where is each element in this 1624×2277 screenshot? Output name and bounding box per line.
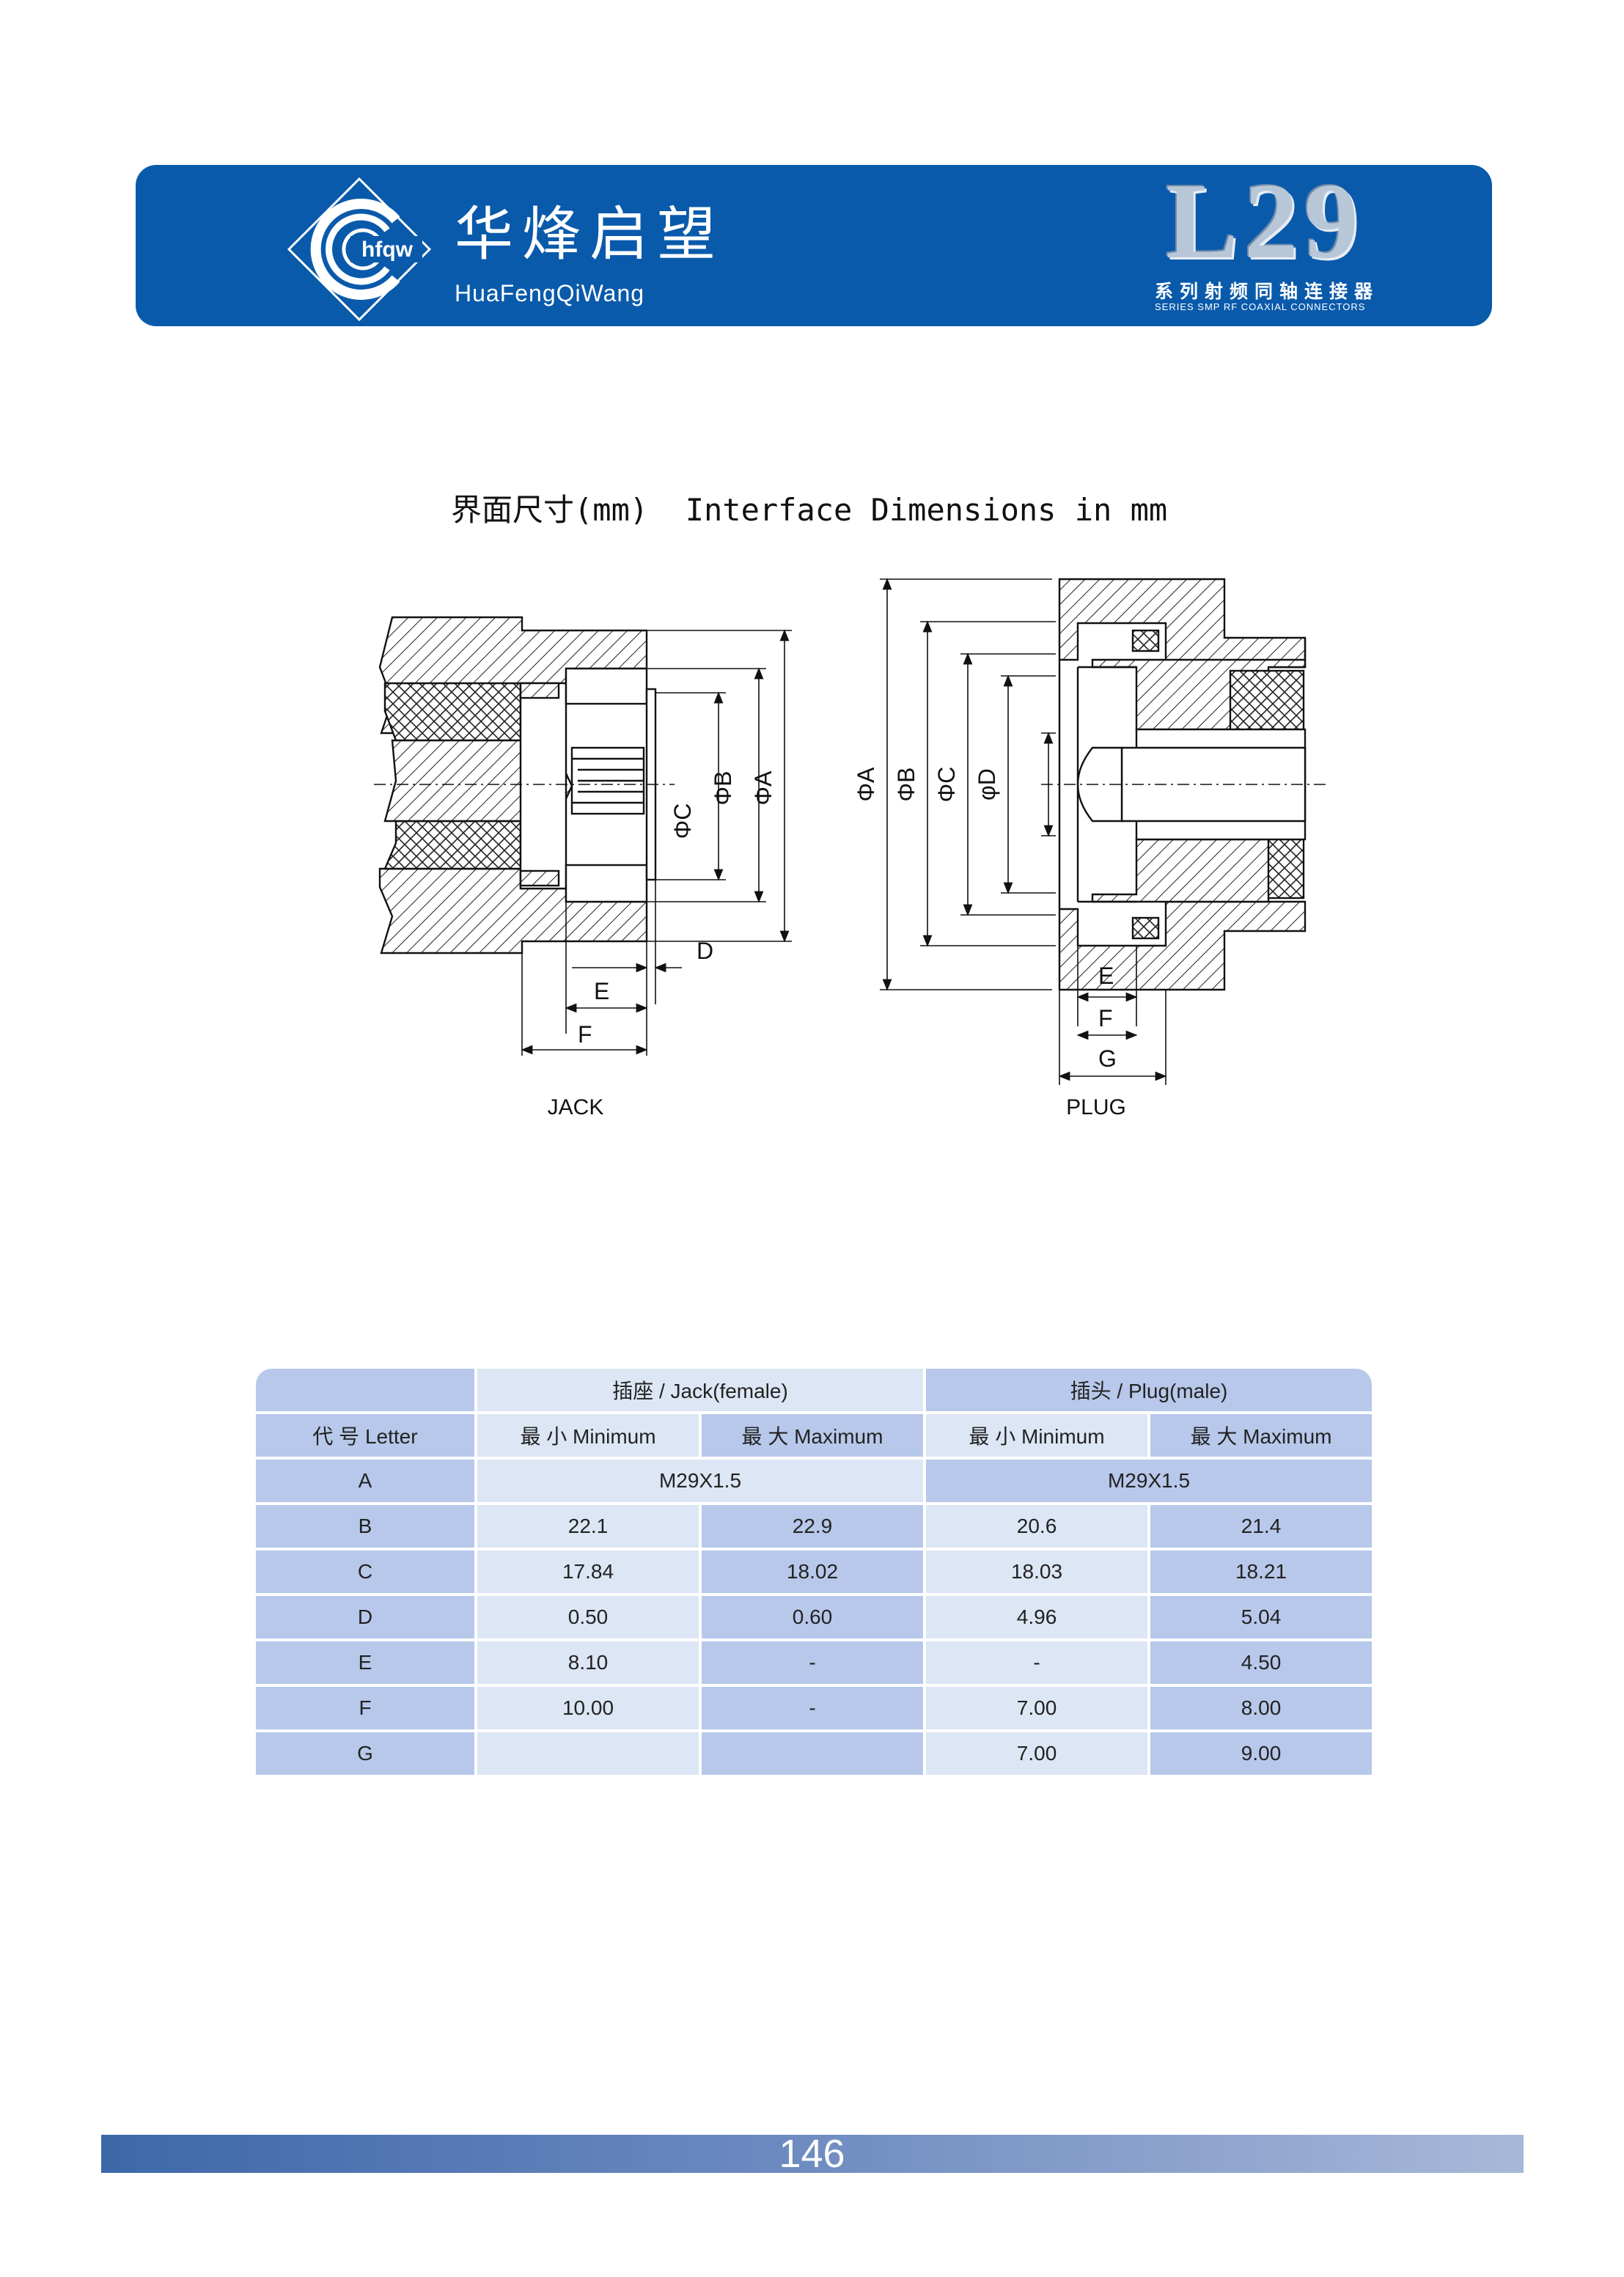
column-header-letter: 代 号 Letter	[256, 1414, 474, 1457]
jack-max-cell: 22.9	[702, 1505, 924, 1548]
table-row: A M29X1.5 M29X1.5	[256, 1460, 1373, 1502]
jack-dimension-lines	[521, 629, 792, 1056]
brand-name-en: HuaFengQiWang	[455, 280, 645, 306]
jack-dim-c: ΦC	[669, 803, 696, 839]
jack-dim-f: F	[578, 1021, 592, 1048]
jack-min-cell: 17.84	[477, 1551, 699, 1593]
jack-dim-b: ΦB	[710, 771, 736, 806]
plug-dimension-lines	[880, 578, 1167, 1085]
plug-max-cell: 21.4	[1150, 1505, 1373, 1548]
series-title-en: SERIES SMP RF COAXIAL CONNECTORS	[1155, 301, 1366, 312]
dimension-table: 插座 / Jack(female) 插头 / Plug(male) 代 号 Le…	[253, 1366, 1375, 1778]
plug-thread-cell: M29X1.5	[926, 1460, 1373, 1502]
plug-dim-f: F	[1098, 1005, 1113, 1031]
series-title-cn: 系列射频同轴连接器	[1155, 281, 1380, 302]
row-letter: F	[256, 1687, 474, 1729]
jack-max-cell: 18.02	[702, 1551, 924, 1593]
footer-bar	[101, 2135, 1524, 2173]
table-row: D 0.50 0.60 4.96 5.04	[256, 1596, 1373, 1638]
jack-max-cell	[702, 1732, 924, 1775]
group-header-plug: 插头 / Plug(male)	[926, 1369, 1373, 1411]
row-letter: C	[256, 1551, 474, 1593]
plug-max-cell: 9.00	[1150, 1732, 1373, 1775]
jack-dim-d: D	[697, 938, 713, 964]
row-letter: E	[256, 1641, 474, 1684]
column-header-plug-min: 最 小 Minimum	[926, 1414, 1148, 1457]
plug-drawing	[1058, 578, 1307, 991]
column-header-jack-min: 最 小 Minimum	[477, 1414, 699, 1457]
plug-min-cell: 20.6	[926, 1505, 1148, 1548]
jack-max-cell: 0.60	[702, 1596, 924, 1638]
table-row: C 17.84 18.02 18.03 18.21	[256, 1551, 1373, 1593]
plug-max-cell: 18.21	[1150, 1551, 1373, 1593]
group-header-jack: 插座 / Jack(female)	[477, 1369, 924, 1411]
jack-min-cell: 0.50	[477, 1596, 699, 1638]
table-row: G 7.00 9.00	[256, 1732, 1373, 1775]
company-logo-icon: hfqw	[287, 177, 432, 322]
plug-max-cell: 5.04	[1150, 1596, 1373, 1638]
table-row: F 10.00 - 7.00 8.00	[256, 1687, 1373, 1729]
plug-min-cell: 7.00	[926, 1687, 1148, 1729]
plug-max-cell: 8.00	[1150, 1687, 1373, 1729]
row-letter: D	[256, 1596, 474, 1638]
jack-drawing	[378, 616, 657, 954]
column-header-plug-max: 最 大 Maximum	[1150, 1414, 1373, 1457]
table-group-header-row: 插座 / Jack(female) 插头 / Plug(male)	[256, 1369, 1373, 1411]
interface-drawing: ΦC ΦB ΦA D E F JACK	[374, 578, 1327, 1119]
row-letter: A	[256, 1460, 474, 1502]
plug-dim-d: φD	[974, 768, 1000, 801]
jack-thread-cell: M29X1.5	[477, 1460, 924, 1502]
jack-max-cell: -	[702, 1641, 924, 1684]
section-title-cn: 界面尺寸(mm)	[451, 492, 649, 528]
logo-text: hfqw	[361, 238, 414, 262]
jack-max-cell: -	[702, 1687, 924, 1729]
jack-caption: JACK	[548, 1095, 604, 1119]
plug-min-cell: -	[926, 1641, 1148, 1684]
jack-min-cell: 22.1	[477, 1505, 699, 1548]
jack-min-cell	[477, 1732, 699, 1775]
column-header-jack-max: 最 大 Maximum	[702, 1414, 924, 1457]
jack-dim-a: ΦA	[750, 770, 776, 806]
page-number: 146	[779, 2132, 845, 2176]
plug-min-cell: 4.96	[926, 1596, 1148, 1638]
plug-dim-e: E	[1098, 963, 1114, 989]
plug-dim-b: ΦB	[893, 768, 919, 802]
plug-min-cell: 7.00	[926, 1732, 1148, 1775]
table-row: B 22.1 22.9 20.6 21.4	[256, 1505, 1373, 1548]
plug-dim-g: G	[1098, 1045, 1117, 1072]
plug-caption: PLUG	[1066, 1095, 1126, 1119]
table-row: E 8.10 - - 4.50	[256, 1641, 1373, 1684]
section-title: 界面尺寸(mm) Interface Dimensions in mm	[451, 495, 1167, 526]
plug-dim-c: ΦC	[933, 767, 960, 803]
series-code: L29	[1166, 161, 1364, 282]
jack-min-cell: 8.10	[477, 1641, 699, 1684]
plug-min-cell: 18.03	[926, 1551, 1148, 1593]
brand-name-cn: 华烽启望	[455, 200, 724, 268]
table-corner-cell	[256, 1369, 474, 1411]
row-letter: G	[256, 1732, 474, 1775]
row-letter: B	[256, 1505, 474, 1548]
table-column-header-row: 代 号 Letter 最 小 Minimum 最 大 Maximum 最 小 M…	[256, 1414, 1373, 1457]
jack-dim-e: E	[594, 978, 609, 1004]
plug-dim-a: ΦA	[853, 767, 879, 802]
plug-max-cell: 4.50	[1150, 1641, 1373, 1684]
jack-min-cell: 10.00	[477, 1687, 699, 1729]
section-title-en: Interface Dimensions in mm	[685, 492, 1168, 528]
